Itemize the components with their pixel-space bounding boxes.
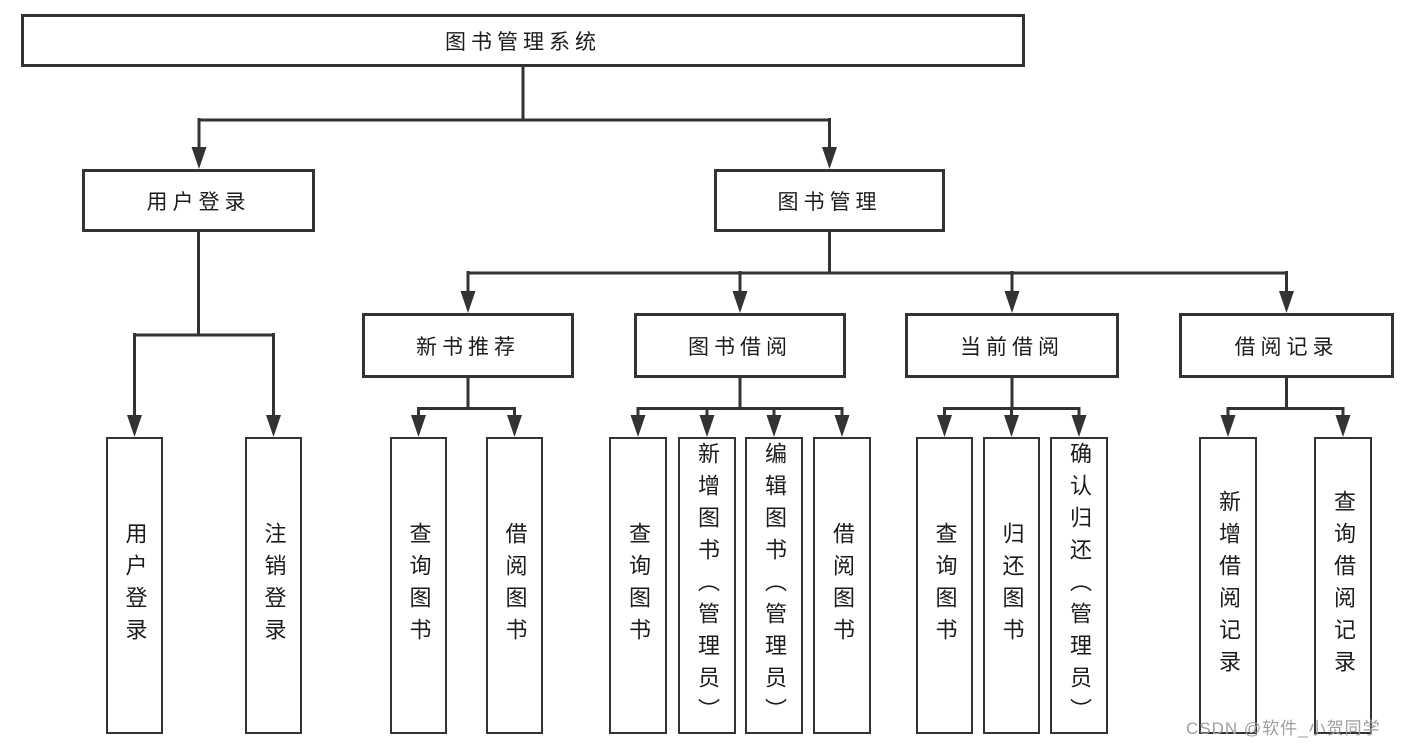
leaf-add-books-admin-label: 新增图书（管理员） <box>695 441 720 730</box>
node-new-book-recommend: 新书推荐 <box>362 313 574 378</box>
leaf-confirm-return-admin-label: 确认归还（管理员） <box>1067 441 1092 730</box>
arrowhead-icon <box>1004 415 1019 437</box>
leaf-query-books-1-label: 查询图书 <box>406 521 432 650</box>
leaf-query-books-2: 查询图书 <box>609 437 667 734</box>
leaf-query-borrow-record: 查询借阅记录 <box>1314 437 1372 734</box>
leaf-user-login: 用户登录 <box>106 437 163 734</box>
arrowhead-icon <box>630 415 646 437</box>
csdn-watermark: CSDN @软件_小贺同学 <box>1186 719 1381 738</box>
arrowhead-icon <box>191 147 207 169</box>
node-user-login: 用户登录 <box>82 169 315 232</box>
arrowhead-icon <box>266 415 281 437</box>
leaf-borrow-books-1: 借阅图书 <box>486 437 543 734</box>
node-current-borrow: 当前借阅 <box>905 313 1119 378</box>
arrowhead-icon <box>460 291 476 313</box>
arrowhead-icon <box>732 291 748 313</box>
leaf-edit-books-admin-label: 编辑图书（管理员） <box>762 441 787 730</box>
leaf-add-books-admin: 新增图书（管理员） <box>678 437 736 734</box>
leaf-add-borrow-record: 新增借阅记录 <box>1199 437 1257 734</box>
arrowhead-icon <box>822 147 837 169</box>
node-borrow-records-label: 借阅记录 <box>1234 335 1339 359</box>
new-book-recommend-connector <box>411 376 522 437</box>
leaf-add-borrow-record-label: 新增借阅记录 <box>1216 489 1241 682</box>
leaf-confirm-return-admin: 确认归还（管理员） <box>1050 437 1108 734</box>
node-book-management: 图书管理 <box>714 169 945 232</box>
arrowhead-icon <box>411 415 426 437</box>
arrowhead-icon <box>937 415 952 437</box>
book-borrow-connector <box>630 376 850 437</box>
leaf-borrow-books-2: 借阅图书 <box>813 437 871 734</box>
leaf-borrow-books-2-label: 借阅图书 <box>830 521 855 650</box>
arrowhead-icon <box>1220 415 1236 437</box>
arrowhead-icon <box>766 415 782 437</box>
root-to-level2-connector <box>191 65 837 169</box>
leaf-query-borrow-record-label: 查询借阅记录 <box>1331 489 1356 682</box>
leaf-user-login-label: 用户登录 <box>122 521 148 650</box>
node-root-label: 图书管理系统 <box>445 30 601 54</box>
node-current-borrow-label: 当前借阅 <box>960 335 1064 359</box>
leaf-logout-login-label: 注销登录 <box>261 521 287 650</box>
book-management-connector <box>460 231 1294 313</box>
borrow-records-connector <box>1220 376 1351 437</box>
arrowhead-icon <box>1279 291 1294 313</box>
arrowhead-icon <box>1071 415 1087 437</box>
leaf-query-books-2-label: 查询图书 <box>626 521 651 650</box>
arrowhead-icon <box>127 415 142 437</box>
leaf-edit-books-admin: 编辑图书（管理员） <box>745 437 803 734</box>
node-user-login-label: 用户登录 <box>146 190 251 214</box>
node-book-management-label: 图书管理 <box>777 190 882 214</box>
arrowhead-icon <box>507 415 522 437</box>
leaf-return-books: 归还图书 <box>983 437 1040 734</box>
node-book-borrow-label: 图书借阅 <box>688 335 792 359</box>
arrowhead-icon <box>834 415 850 437</box>
leaf-borrow-books-1-label: 借阅图书 <box>502 521 528 650</box>
node-book-borrow: 图书借阅 <box>634 313 846 378</box>
leaf-query-books-1: 查询图书 <box>390 437 447 734</box>
leaf-query-books-3: 查询图书 <box>916 437 973 734</box>
node-root: 图书管理系统 <box>21 14 1025 67</box>
user-login-connector <box>127 231 281 437</box>
node-borrow-records: 借阅记录 <box>1179 313 1394 378</box>
arrowhead-icon <box>699 415 715 437</box>
leaf-return-books-label: 归还图书 <box>999 521 1025 650</box>
arrowhead-icon <box>1335 415 1351 437</box>
arrowhead-icon <box>1004 291 1020 313</box>
current-borrow-connector <box>937 376 1087 437</box>
leaf-logout-login: 注销登录 <box>245 437 302 734</box>
node-new-book-recommend-label: 新书推荐 <box>416 335 520 359</box>
leaf-query-books-3-label: 查询图书 <box>932 521 958 650</box>
